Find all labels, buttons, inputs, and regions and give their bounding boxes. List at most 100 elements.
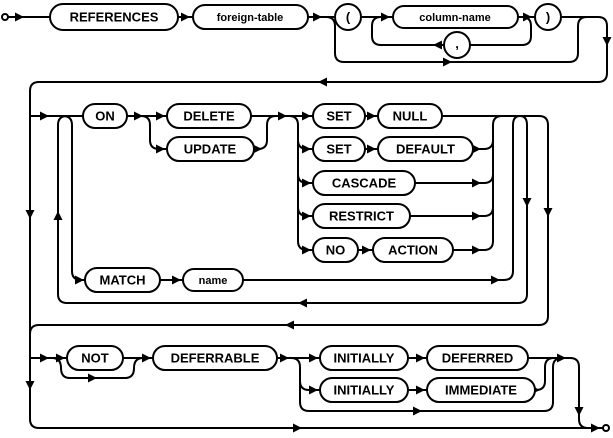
arrowhead-icon — [591, 423, 600, 433]
arrowhead-icon — [25, 381, 35, 390]
start-terminal — [1, 13, 9, 21]
node-label: ACTION — [388, 243, 438, 258]
arrowhead-icon — [522, 198, 532, 207]
node-label: SET — [326, 142, 351, 157]
end-terminal — [602, 424, 610, 432]
arrowhead-icon — [309, 353, 318, 363]
arrowhead-icon — [443, 57, 452, 67]
node-null-keyword: NULL — [377, 103, 443, 129]
node-label: DEFERRABLE — [171, 351, 260, 366]
arrowhead-icon — [472, 245, 481, 255]
line-collector-r2 — [473, 139, 494, 150]
arrowhead-icon — [75, 275, 84, 285]
line-collist-bypass — [325, 16, 588, 63]
node-label: foreign-table — [217, 12, 284, 24]
node-name-nonterminal: name — [182, 268, 244, 292]
arrowhead-icon — [313, 12, 322, 22]
line-match-branch — [62, 115, 85, 281]
arrowhead-icon — [302, 178, 311, 188]
node-initially2-keyword: INITIALLY — [319, 377, 409, 403]
arrowhead-icon — [142, 353, 151, 363]
node-label: REFERENCES — [70, 10, 159, 25]
arrowhead-icon — [543, 208, 553, 217]
node-label: column-name — [419, 12, 491, 24]
node-foreign-table-nonterminal: foreign-table — [192, 4, 309, 30]
arrowhead-icon — [25, 210, 35, 219]
node-column-name-nonterminal: column-name — [392, 5, 519, 29]
arrowhead-icon — [574, 407, 584, 416]
arrowhead-icon — [381, 12, 390, 22]
line-immediate-merge — [535, 357, 555, 391]
arrowhead-icon — [472, 178, 481, 188]
node-label: RESTRICT — [329, 209, 394, 224]
line-upd-merge — [254, 115, 277, 150]
node-label: ( — [346, 10, 351, 25]
node-label: MATCH — [100, 273, 146, 288]
line-collector-r3 — [415, 173, 494, 184]
node-restrict-keyword: RESTRICT — [312, 203, 411, 229]
node-label: CASCADE — [332, 176, 397, 191]
node-match-keyword: MATCH — [84, 267, 161, 293]
line-collector — [483, 115, 503, 251]
arrowhead-icon — [309, 385, 318, 395]
arrowhead-icon — [53, 211, 63, 220]
arrowhead-icon — [302, 211, 311, 221]
node-label: IMMEDIATE — [445, 383, 517, 398]
arrowhead-icon — [285, 320, 294, 330]
line-match-exit-loopback — [57, 114, 528, 304]
arrowhead-icon — [156, 111, 165, 121]
node-comma: , — [443, 31, 471, 59]
node-label: INITIALLY — [334, 351, 395, 366]
arrowhead-icon — [472, 211, 481, 221]
arrowhead-icon — [557, 353, 566, 363]
arrowhead-icon — [280, 353, 289, 363]
node-default-keyword: DEFAULT — [377, 136, 474, 162]
node-deferrable-keyword: DEFERRABLE — [152, 345, 278, 371]
line-final-corner — [528, 357, 592, 429]
node-set2-keyword: SET — [312, 136, 366, 162]
node-not-keyword: NOT — [66, 345, 124, 371]
node-update-keyword: UPDATE — [166, 136, 255, 162]
arrowhead-icon — [491, 275, 500, 285]
arrowhead-icon — [413, 406, 422, 416]
arrowhead-icon — [134, 111, 143, 121]
arrowhead-icon — [367, 111, 376, 121]
arrowhead-icon — [433, 40, 442, 50]
node-label: NOT — [81, 351, 109, 366]
node-cascade-keyword: CASCADE — [312, 170, 416, 196]
arrowhead-icon — [40, 111, 49, 121]
node-label: , — [455, 36, 459, 51]
node-delete-keyword: DELETE — [166, 103, 252, 129]
arrowhead-icon — [293, 423, 302, 433]
arrowhead-icon — [156, 144, 165, 154]
node-action-keyword: ACTION — [372, 237, 454, 263]
line-comma-loop-left — [371, 16, 444, 46]
arrowhead-icon — [181, 12, 190, 22]
line-init-branch-bypass — [290, 357, 563, 412]
arrowhead-icon — [172, 275, 181, 285]
arrowhead-icon — [318, 77, 327, 87]
node-open-paren: ( — [334, 3, 362, 31]
node-initially1-keyword: INITIALLY — [319, 345, 409, 371]
line-collector-r4 — [410, 206, 494, 217]
node-label: ON — [95, 109, 115, 124]
node-references-keyword: REFERENCES — [49, 3, 179, 31]
node-no-keyword: NO — [312, 237, 359, 263]
arrowhead-icon — [278, 111, 287, 121]
node-label: INITIALLY — [334, 383, 395, 398]
arrowhead-icon — [40, 353, 49, 363]
arrowhead-icon — [367, 144, 376, 154]
line-upd-branch — [140, 115, 167, 150]
arrowhead-icon — [88, 373, 97, 383]
arrowhead-icon — [416, 385, 425, 395]
arrowhead-icon — [298, 298, 307, 308]
arrowhead-icon — [416, 353, 425, 363]
arrowhead-icon — [302, 144, 311, 154]
arrowhead-icon — [302, 111, 311, 121]
node-immediate-keyword: IMMEDIATE — [426, 377, 536, 403]
arrowhead-icon — [602, 37, 612, 46]
node-close-paren: ) — [534, 3, 562, 31]
node-label: name — [199, 275, 228, 287]
